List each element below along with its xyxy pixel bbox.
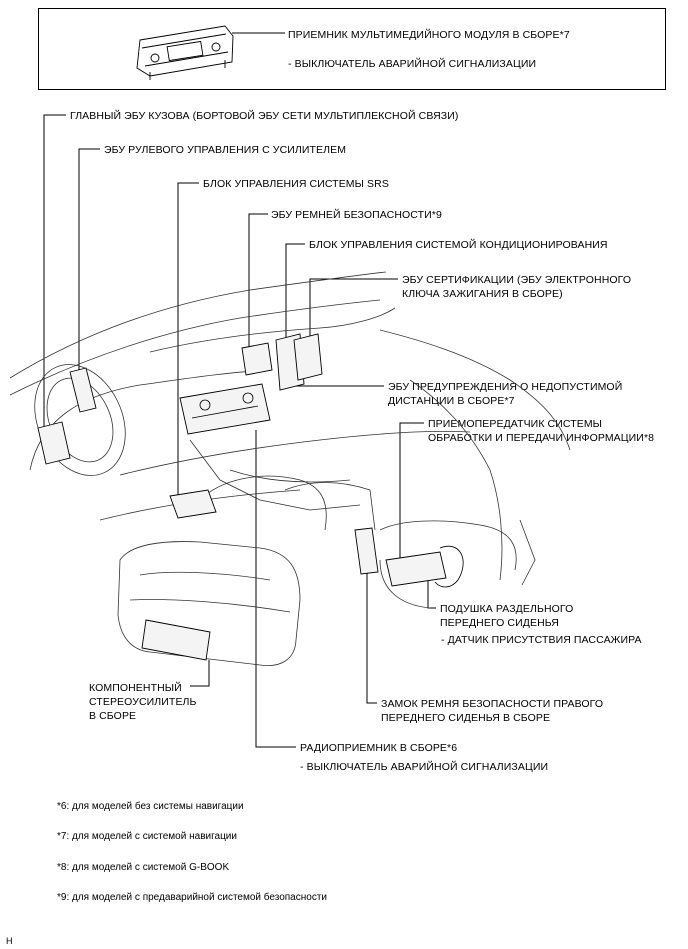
multimedia-inset-box (38, 8, 666, 90)
label-radio-hazard-switch: - ВЫКЛЮЧАТЕЛЬ АВАРИЙНОЙ СИГНАЛИЗАЦИИ (300, 761, 549, 773)
label-amplifier-line1: КОМПОНЕНТНЫЙ (89, 682, 182, 694)
label-multimedia-receiver: ПРИЕМНИК МУЛЬТИМЕДИЙНОГО МОДУЛЯ В СБОРЕ*… (288, 29, 570, 41)
label-distance-warning-ecu-line1: ЭБУ ПРЕДУПРЕЖДЕНИЯ О НЕДОПУСТИМОЙ (388, 381, 623, 393)
main-body-ecu-shape (37, 421, 71, 465)
label-certification-ecu-line2: КЛЮЧА ЗАЖИГАНИЯ В СБОРЕ) (402, 288, 563, 300)
srs-unit-shape (169, 489, 217, 519)
label-power-steering-ecu: ЭБУ РУЛЕВОГО УПРАВЛЕНИЯ С УСИЛИТЕЛЕМ (104, 144, 347, 156)
leader-radio (255, 430, 296, 748)
leader-transceiver (399, 422, 424, 565)
leader-amplifier (190, 660, 210, 687)
label-amplifier-line2: СТЕРЕОУСИЛИТЕЛЬ (89, 696, 197, 708)
leader-ac-unit (285, 243, 305, 340)
multimedia-receiver-sketch (136, 25, 234, 80)
seatbelt-buckle-shape (354, 527, 379, 575)
leader-main-body-ecu (43, 114, 66, 428)
leader-srs-unit (177, 182, 199, 497)
label-distance-warning-ecu-line2: ДИСТАНЦИИ В СБОРЕ*7 (388, 395, 515, 407)
transceiver-shape (385, 551, 447, 587)
label-multimedia-hazard-switch: - ВЫКЛЮЧАТЕЛЬ АВАРИЙНОЙ СИГНАЛИЗАЦИИ (288, 58, 537, 70)
label-seatbelt-ecu: ЭБУ РЕМНЕЙ БЕЗОПАСНОСТИ*9 (271, 209, 442, 221)
label-certification-ecu-line1: ЭБУ СЕРТИФИКАЦИИ (ЭБУ ЭЛЕКТРОННОГО (402, 274, 632, 286)
corner-mark: H (6, 936, 13, 946)
occupant-sensor-cable (434, 545, 464, 588)
label-seat-cushion-line2: ПЕРЕДНЕГО СИДЕНЬЯ (440, 617, 559, 629)
dashboard-sketch (9, 271, 571, 667)
certification-ecu-shape (293, 333, 323, 381)
leader-buckle (366, 572, 377, 704)
label-transceiver-line2: ОБРАБОТКИ И ПЕРЕДАЧИ ИНФОРМАЦИИ*8 (428, 432, 655, 444)
amplifier-shape (141, 619, 211, 661)
leader-certification-ecu (309, 278, 398, 338)
label-occupant-sensor: - ДАТЧИК ПРИСУТСТВИЯ ПАССАЖИРА (441, 634, 642, 646)
label-seatbelt-buckle-line2: ПЕРЕДНЕГО СИДЕНЬЯ В СБОРЕ (381, 712, 551, 724)
footnote-9: *9: для моделей с предаварийной системой… (57, 892, 327, 903)
seatbelt-ecu-shape (241, 342, 273, 376)
label-transceiver-line1: ПРИЕМОПЕРЕДАТЧИК СИСТЕМЫ (428, 418, 603, 430)
footnote-7: *7: для моделей с системой навигации (57, 831, 237, 842)
leader-seat-cushion (427, 580, 436, 609)
label-amplifier-line3: В СБОРЕ (89, 710, 137, 722)
leader-power-steering-ecu (78, 148, 100, 370)
label-main-body-ecu: ГЛАВНЫЙ ЭБУ КУЗОВА (БОРТОВОЙ ЭБУ СЕТИ МУ… (70, 110, 459, 122)
label-ac-control-unit: БЛОК УПРАВЛЕНИЯ СИСТЕМОЙ КОНДИЦИОНИРОВАН… (309, 239, 608, 251)
label-radio-receiver: РАДИОПРИЕМНИК В СБОРЕ*6 (300, 742, 458, 754)
label-srs-unit: БЛОК УПРАВЛЕНИЯ СИСТЕМЫ SRS (203, 178, 389, 190)
footnote-8: *8: для моделей с системой G-BOOK (57, 862, 230, 873)
label-seat-cushion-line1: ПОДУШКА РАЗДЕЛЬНОГО (440, 603, 574, 615)
leader-seatbelt-ecu (248, 213, 268, 348)
power-steering-ecu-shape (69, 367, 97, 413)
radio-receiver-shape (179, 383, 271, 435)
label-seatbelt-buckle-line1: ЗАМОК РЕМНЯ БЕЗОПАСНОСТИ ПРАВОГО (381, 698, 604, 710)
footnote-6: *6: для моделей без системы навигации (57, 801, 244, 812)
